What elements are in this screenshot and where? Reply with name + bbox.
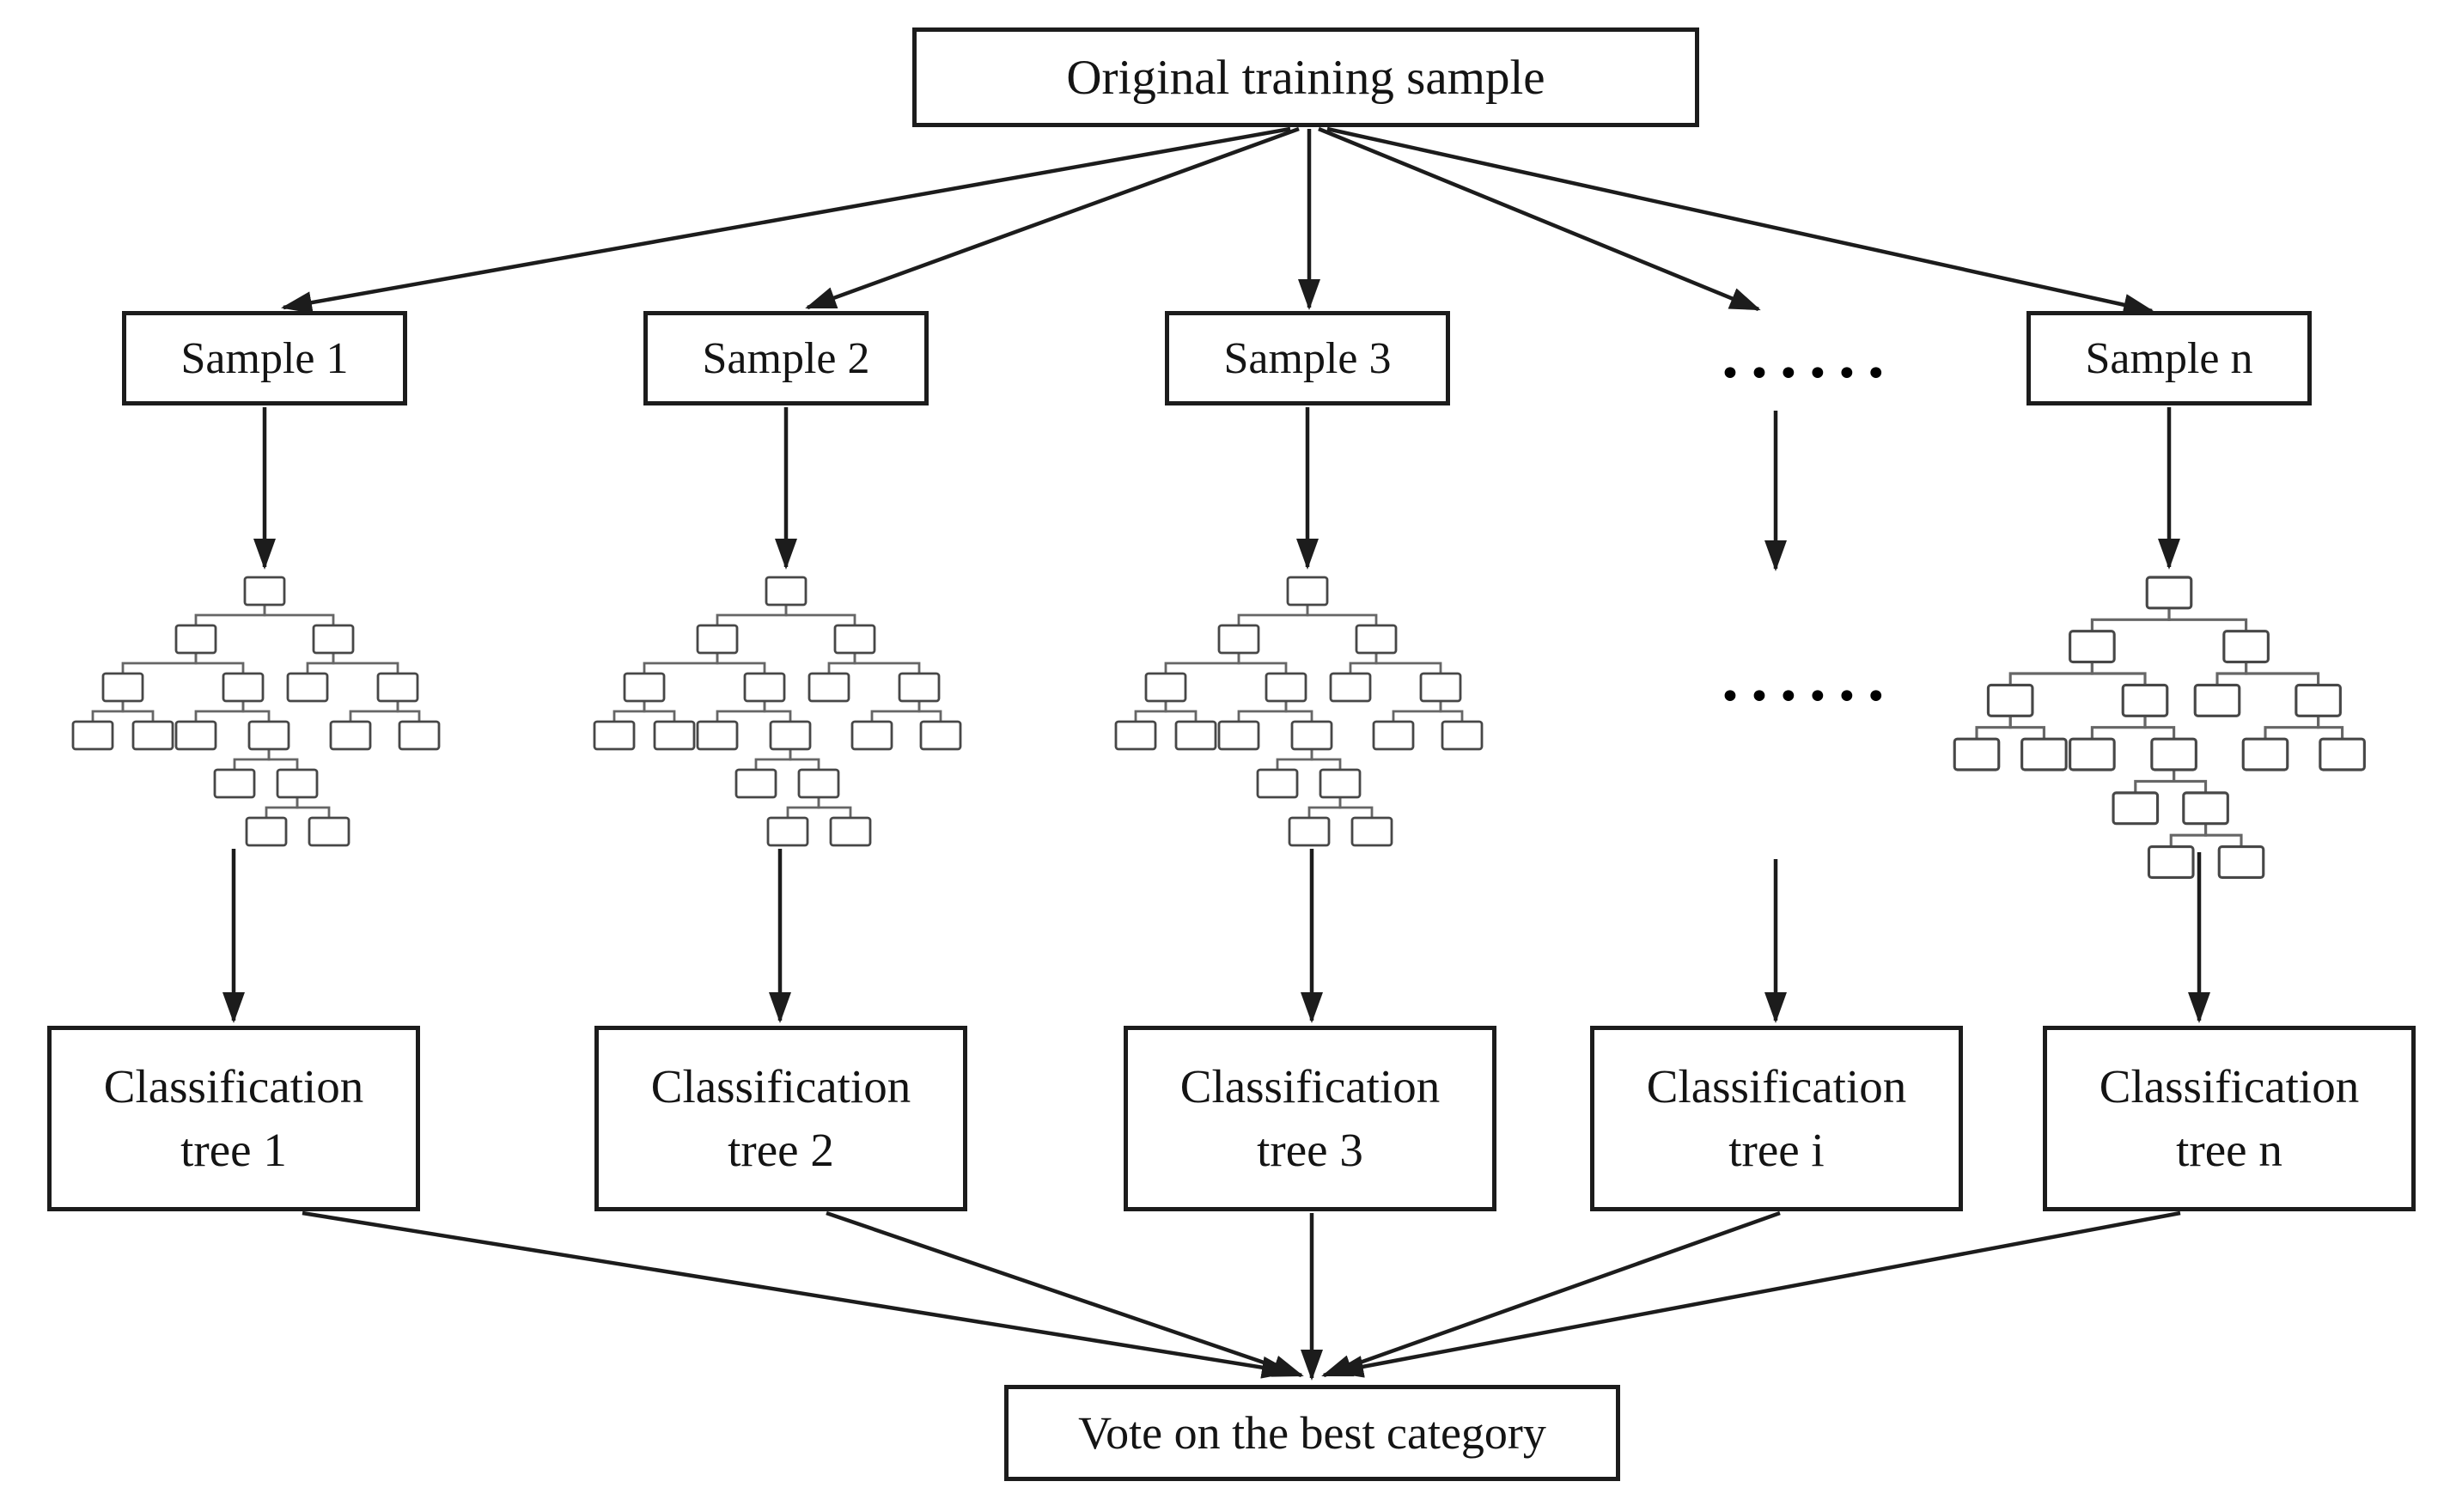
classification-tree-1-label: Classification tree 1 [104,1055,363,1182]
ellipsis-dots-sample-row: •••••• [1719,352,1894,396]
original-training-sample-box: Original training sample [912,27,1699,127]
classification-tree-2-line2: tree 2 [728,1124,834,1176]
sample-n-label: Sample n [2085,333,2253,383]
arrow-root-to-sample-ellipsis [1318,126,1761,312]
sample-3-box: Sample 3 [1165,311,1450,405]
decision-tree-2-icon [593,576,962,847]
decision-tree-1-icon [71,576,441,847]
classification-tree-1-line1: Classification [103,1060,364,1113]
sample-3-label: Sample 3 [1223,333,1392,383]
arrow-ctree-1-to-vote [302,1210,1293,1379]
arrow-ctree-i-to-vote [1321,1210,1781,1378]
decision-tree-n-icon [1953,576,2366,880]
decision-tree-3-icon [1114,576,1484,847]
classification-tree-2-box: Classification tree 2 [594,1026,967,1211]
classification-tree-n-line1: Classification [2099,1060,2360,1113]
classification-tree-n-line2: tree n [2176,1124,2282,1176]
arrow-root-to-sample-2 [805,126,1300,310]
classification-tree-2-line1: Classification [650,1060,911,1113]
original-training-sample-label: Original training sample [1066,50,1545,105]
classification-tree-i-box: Classification tree i [1590,1026,1963,1211]
classification-tree-3-line2: tree 3 [1257,1124,1363,1176]
arrow-root-to-sample-1 [281,126,1291,314]
sample-2-label: Sample 2 [702,333,870,383]
classification-tree-2-label: Classification tree 2 [651,1055,911,1182]
classification-tree-i-line2: tree i [1728,1124,1825,1176]
classification-tree-1-box: Classification tree 1 [47,1026,420,1211]
classification-tree-3-line1: Classification [1179,1060,1441,1113]
sample-1-label: Sample 1 [180,333,349,383]
classification-tree-1-line2: tree 1 [180,1124,287,1176]
arrow-ctree-2-to-vote [826,1210,1304,1378]
vote-best-category-label: Vote on the best category [1078,1407,1546,1459]
classification-tree-n-label: Classification tree n [2100,1055,2359,1182]
arrow-ctree-n-to-vote [1332,1210,2181,1378]
vote-best-category-box: Vote on the best category [1004,1385,1620,1481]
classification-tree-i-label: Classification tree i [1647,1055,1906,1182]
sample-2-box: Sample 2 [643,311,929,405]
sample-n-box: Sample n [2026,311,2312,405]
sample-1-box: Sample 1 [122,311,407,405]
arrow-root-to-sample-n [1326,126,2154,316]
ellipsis-dots-tree-row: •••••• [1719,675,1894,719]
classification-tree-3-box: Classification tree 3 [1124,1026,1496,1211]
classification-tree-3-label: Classification tree 3 [1180,1055,1440,1182]
classification-tree-n-box: Classification tree n [2043,1026,2416,1211]
classification-tree-i-line1: Classification [1646,1060,1907,1113]
